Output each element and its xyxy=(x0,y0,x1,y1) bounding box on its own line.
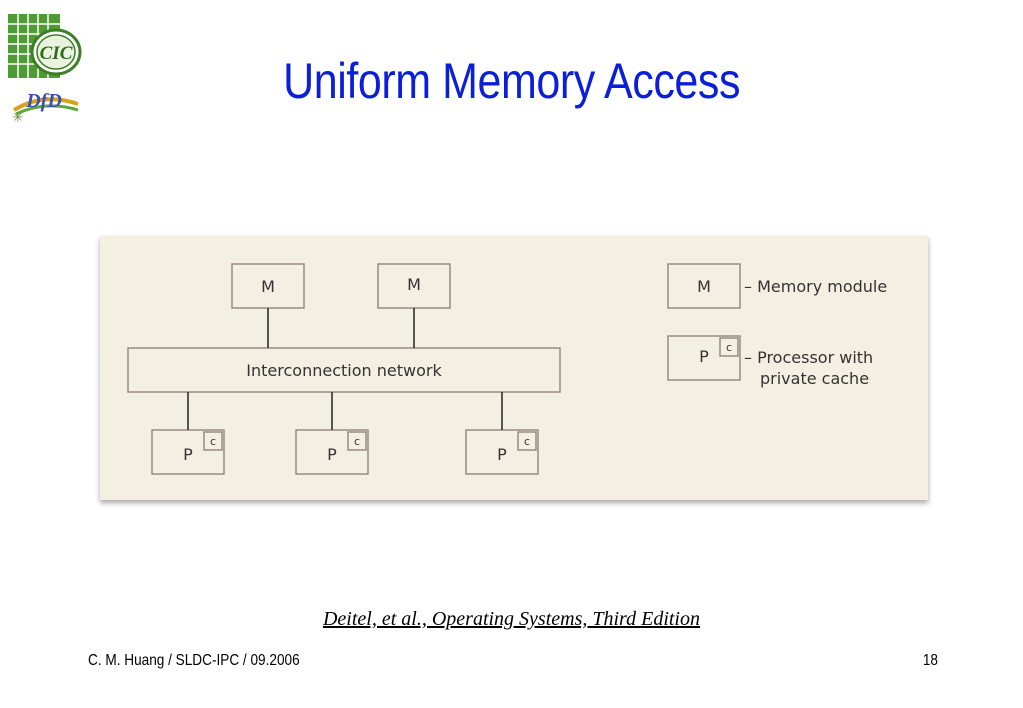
logo-star-icon: ✳ xyxy=(12,109,24,124)
cache-2 xyxy=(347,431,367,451)
memory-module-2 xyxy=(377,263,451,309)
memory-module-1 xyxy=(231,263,305,309)
slide-title: Uniform Memory Access xyxy=(283,53,741,109)
legend-processor-desc-line2: private cache xyxy=(760,369,869,388)
legend-cache-box xyxy=(719,337,739,357)
processor-1-label: P xyxy=(183,445,193,464)
logo-dfd-mark: DfD ✳ xyxy=(12,90,79,124)
uma-diagram: M M Interconnection network P P P c c c … xyxy=(100,236,928,500)
logo-cic-text: CIC xyxy=(40,43,73,64)
legend-memory-desc: – Memory module xyxy=(744,277,887,296)
interconnection-network-label: Interconnection network xyxy=(246,361,442,380)
page-number: 18 xyxy=(922,652,938,669)
uma-diagram-canvas: M M Interconnection network P P P c c c … xyxy=(127,263,887,475)
legend-processor-desc-line1: – Processor with xyxy=(744,348,873,367)
memory-module-2-label: M xyxy=(407,275,421,294)
cache-1 xyxy=(203,431,223,451)
source-citation: Deitel, et al., Operating Systems, Third… xyxy=(322,608,700,630)
memory-module-1-label: M xyxy=(261,277,275,296)
interconnection-network xyxy=(127,347,561,393)
logo-dfd-text: DfD xyxy=(25,90,62,112)
cache-2-label: c xyxy=(354,435,360,448)
legend-processor-symbol: P xyxy=(699,347,709,366)
processor-3-label: P xyxy=(497,445,507,464)
legend-memory-symbol: M xyxy=(697,277,711,296)
legend-memory-box xyxy=(667,263,741,309)
processor-2-label: P xyxy=(327,445,337,464)
cache-3 xyxy=(517,431,537,451)
cache-3-label: c xyxy=(524,435,530,448)
cache-1-label: c xyxy=(210,435,216,448)
footer-author: C. M. Huang / SLDC-IPC / 09.2006 xyxy=(88,652,300,669)
cic-dfd-logo: CIC DfD ✳ xyxy=(8,14,82,124)
legend-cache-symbol: c xyxy=(726,341,732,354)
logo-cic-badge: CIC xyxy=(30,28,82,76)
